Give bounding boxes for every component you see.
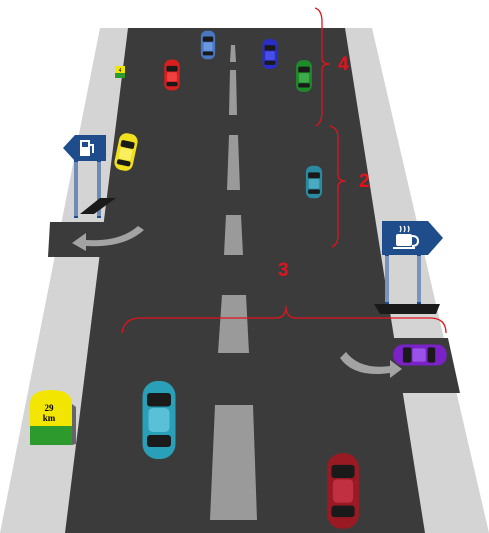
car-maroon-near — [327, 453, 359, 529]
left-exit-ramp — [48, 222, 144, 257]
lane-markings — [210, 45, 257, 520]
car-purple-exit — [393, 344, 447, 366]
label-4: 4 — [338, 54, 349, 75]
fuel-pump-icon — [80, 140, 94, 156]
distance-braces — [121, 7, 447, 334]
milestone-29km: 29 km — [30, 390, 76, 445]
fuel-station-sign — [63, 135, 116, 218]
right-shoulder — [330, 28, 489, 533]
car-red-far — [164, 59, 180, 91]
car-navy-far — [262, 39, 278, 69]
label-2: 2 — [359, 171, 370, 192]
coffee-cup-icon — [393, 225, 420, 249]
label-3: 3 — [278, 260, 289, 281]
far-milestone-text: 4 — [119, 68, 122, 74]
car-green-far — [296, 60, 312, 92]
car-teal-near — [142, 381, 176, 459]
car-blue-far — [200, 30, 216, 60]
vehicles — [114, 30, 447, 529]
brace-mid-right — [329, 125, 347, 248]
car-yellow-shoulder — [114, 133, 138, 171]
brace-horizontal — [121, 305, 447, 334]
brace-top-right — [314, 7, 331, 127]
cafe-sign — [374, 221, 443, 314]
car-teal-mid — [305, 165, 323, 199]
milestone-distance: 29 — [45, 403, 55, 413]
milestone-unit: km — [43, 413, 56, 423]
far-milestone-marker: 4 — [115, 66, 125, 78]
